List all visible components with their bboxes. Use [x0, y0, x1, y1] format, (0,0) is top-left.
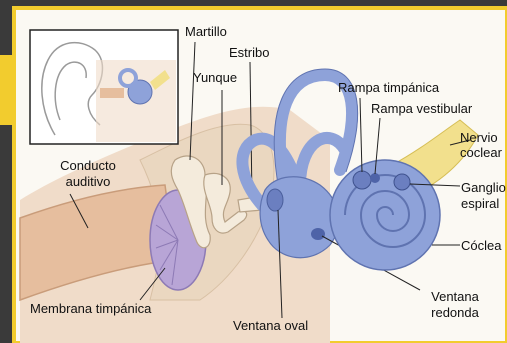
label-estribo: Estribo — [229, 45, 269, 60]
label-membrana: Membrana timpánica — [30, 301, 151, 316]
cochlea — [330, 160, 440, 270]
label-martillo: Martillo — [185, 24, 227, 39]
label-rampa-timpanica: Rampa timpánica — [338, 80, 439, 95]
spiral-ganglion — [394, 174, 410, 190]
label-ganglio-line2: espiral — [461, 196, 499, 211]
label-rampa-vestibular: Rampa vestibular — [371, 101, 472, 116]
label-conducto-line2: auditivo — [38, 174, 138, 189]
round-window — [311, 228, 325, 240]
label-ventana-oval: Ventana oval — [233, 318, 308, 333]
inset-ear-canal — [100, 88, 124, 98]
label-yunque: Yunque — [193, 70, 237, 85]
scala-tympani-duct — [353, 171, 371, 189]
label-coclea: Cóclea — [461, 238, 501, 253]
label-ventana-redonda-line1: Ventana — [415, 289, 495, 304]
label-conducto-line1: Conducto — [38, 158, 138, 173]
oval-window — [267, 189, 283, 211]
label-ganglio-line1: Ganglio — [461, 180, 506, 195]
label-nervio-line1: Nervio — [460, 130, 498, 145]
label-ventana-redonda-line2: redonda — [415, 305, 495, 320]
label-nervio-line2: coclear — [460, 145, 502, 160]
yellow-tab — [0, 55, 12, 125]
scala-vestibuli-duct — [370, 173, 380, 183]
